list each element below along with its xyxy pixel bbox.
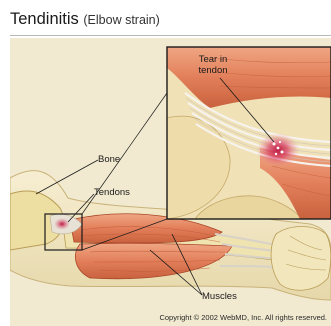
label-tear-line1: Tear in	[199, 54, 228, 65]
title-text: Tendinitis	[10, 10, 79, 28]
title-subtitle: (Elbow strain)	[83, 13, 159, 27]
label-tendons: Tendons	[94, 187, 130, 198]
elbow-inflammation	[54, 218, 70, 230]
label-bone: Bone	[98, 154, 120, 165]
tear-inflammation	[256, 133, 300, 167]
illustration-svg: Tear in tendon Bone Tendons Muscles	[10, 38, 331, 326]
copyright-notice: Copyright © 2002 WebMD, Inc. All rights …	[159, 313, 327, 322]
closeup-inset	[167, 47, 331, 219]
elbow-illustration: Tear in tendon Bone Tendons Muscles	[10, 38, 331, 326]
page-title: Tendinitis (Elbow strain)	[10, 10, 160, 29]
header-divider	[10, 35, 331, 36]
hand	[271, 227, 331, 291]
label-muscles: Muscles	[202, 291, 237, 302]
figure-header: Tendinitis (Elbow strain)	[0, 0, 331, 38]
label-tear-line2: tendon	[198, 65, 227, 76]
